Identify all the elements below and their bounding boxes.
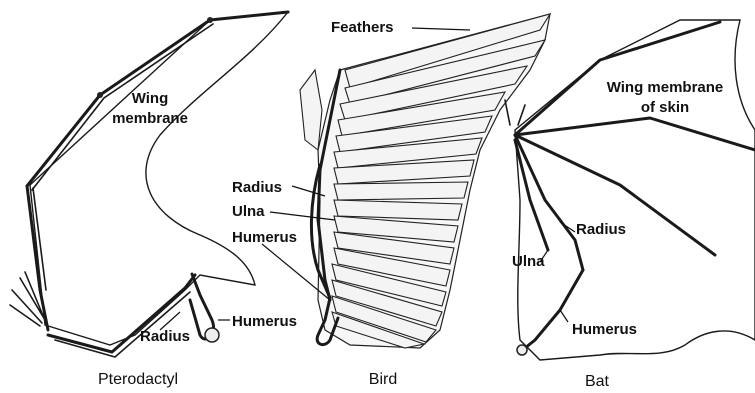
bat-humerus-bone: [520, 270, 583, 352]
pterodactyl-membrane-label-line-2: membrane: [112, 110, 188, 127]
pterodactyl-humerus-label: Humerus: [232, 313, 297, 330]
bird-wing: [300, 14, 550, 348]
pterodactyl-caption: Pterodactyl: [98, 371, 178, 388]
bat-finger-2: [515, 118, 755, 150]
bat-radius-label: Radius: [576, 221, 626, 238]
bat-wing-membrane: [515, 20, 755, 360]
bat-membrane-label-line-1: Wing membrane: [607, 79, 724, 96]
pterodactyl-membrane-label-line-1: Wing: [132, 90, 169, 107]
pterodactyl-radius-label: Radius: [140, 328, 190, 345]
bird-humerus-label: Humerus: [232, 229, 297, 246]
bat-caption: Bat: [585, 373, 610, 390]
bat-humerus-label: Humerus: [572, 321, 637, 338]
bird-radius-label: Radius: [232, 179, 282, 196]
bird-feathers-label: Feathers: [331, 19, 394, 36]
bird-caption: Bird: [369, 371, 397, 388]
bat-wing: [505, 20, 755, 360]
bat-membrane-label-line-2: of skin: [641, 99, 689, 116]
bird-ulna-label: Ulna: [232, 203, 265, 220]
bat-ulna-label: Ulna: [512, 253, 545, 270]
